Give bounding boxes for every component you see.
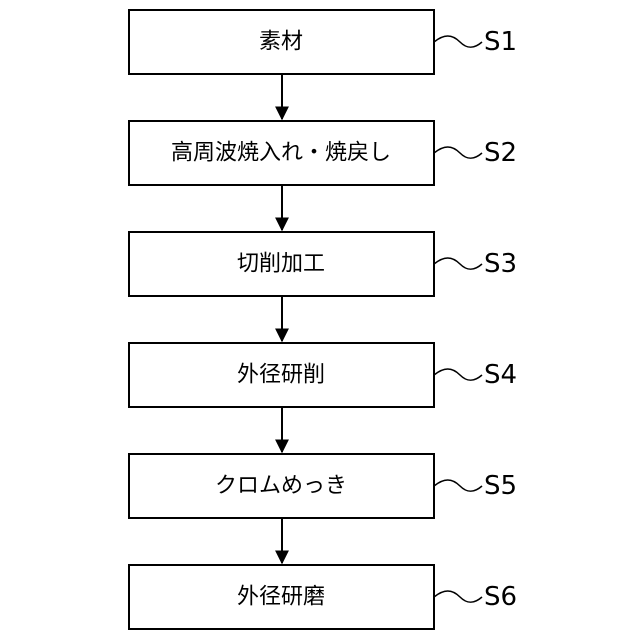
step-label: 切削加工 [237, 252, 325, 277]
step-s3: 切削加工 S3 [129, 232, 517, 296]
step-s1: 素材 S1 [129, 10, 517, 74]
step-leader [434, 591, 482, 602]
step-leader [434, 480, 482, 491]
step-leader [434, 36, 482, 47]
step-s6: 外径研磨 S6 [129, 565, 517, 629]
step-s2: 高周波焼入れ・焼戻し S2 [129, 121, 517, 185]
step-code: S4 [484, 360, 517, 390]
step-code: S1 [484, 27, 517, 57]
step-label: 素材 [259, 30, 303, 55]
step-s5: クロムめっき S5 [129, 454, 517, 518]
step-code: S2 [484, 138, 517, 168]
step-leader [434, 369, 482, 380]
step-code: S6 [484, 582, 517, 612]
step-leader [434, 258, 482, 269]
step-label: 外径研削 [237, 363, 325, 388]
step-s4: 外径研削 S4 [129, 343, 517, 407]
step-label: クロムめっき [215, 474, 347, 499]
step-code: S3 [484, 249, 517, 279]
step-label: 外径研磨 [237, 585, 325, 610]
step-leader [434, 147, 482, 158]
step-label: 高周波焼入れ・焼戻し [171, 141, 391, 166]
step-code: S5 [484, 471, 517, 501]
